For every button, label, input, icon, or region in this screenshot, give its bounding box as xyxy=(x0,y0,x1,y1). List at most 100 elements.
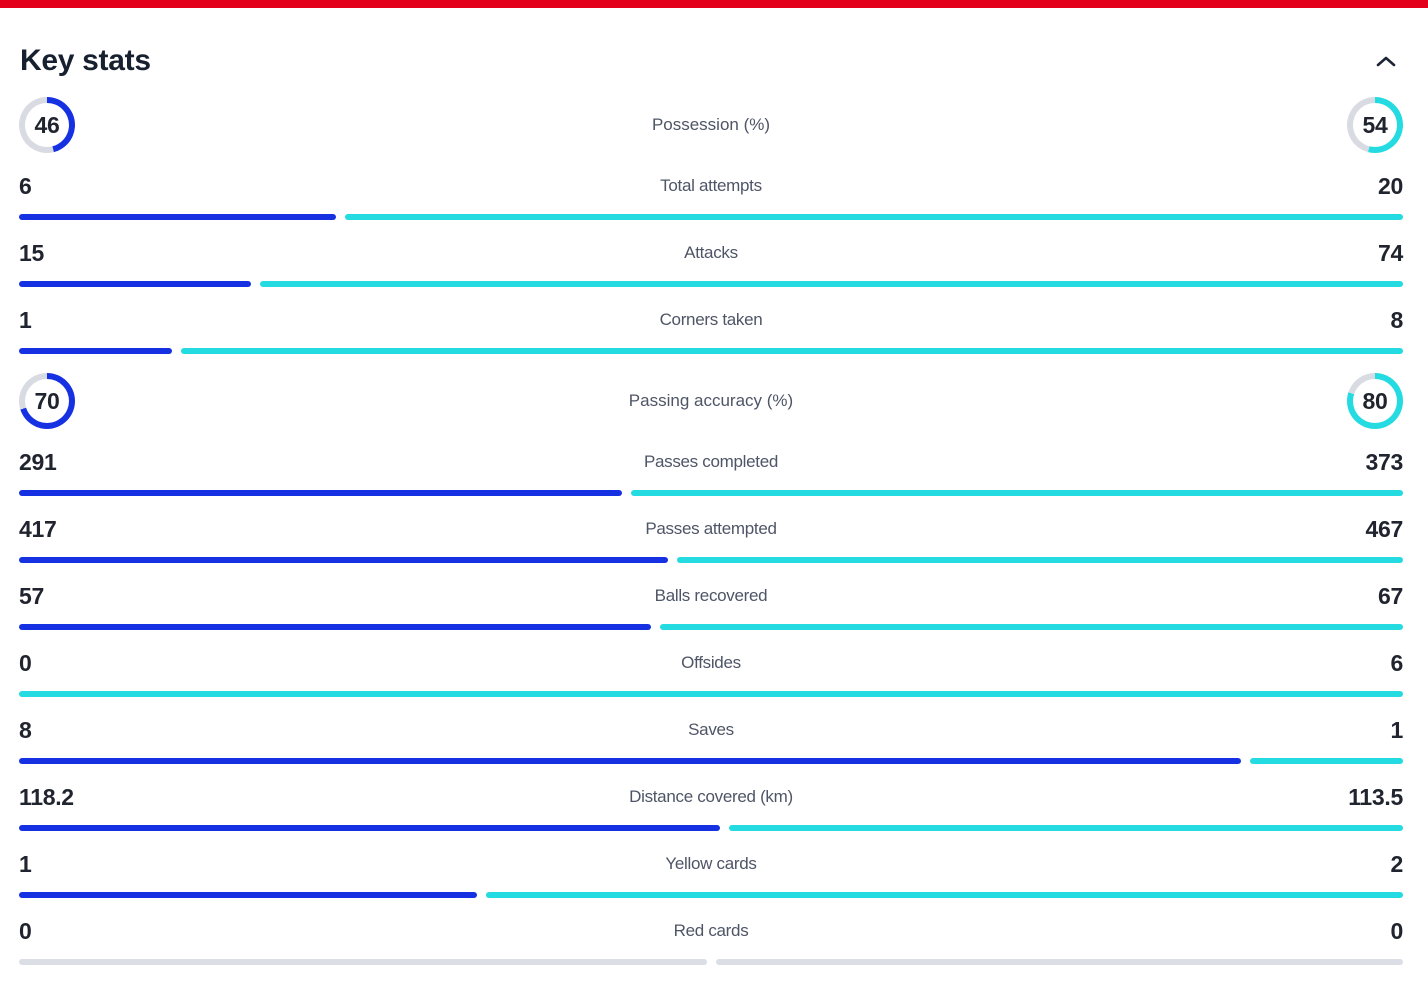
stat-row: 1 Yellow cards 2 xyxy=(19,851,1403,898)
away-percentage-ring: 80 xyxy=(1347,373,1403,429)
home-value: 0 xyxy=(19,918,32,944)
away-value: 74 xyxy=(1378,240,1403,266)
home-percentage-ring: 46 xyxy=(19,97,75,153)
away-value: 80 xyxy=(1362,387,1388,414)
stat-bar xyxy=(19,281,1403,287)
stat-label: Offsides xyxy=(681,653,741,672)
stat-bar xyxy=(19,348,1403,354)
stat-label: Attacks xyxy=(684,243,738,262)
away-value: 113.5 xyxy=(1348,784,1403,810)
home-bar-segment xyxy=(19,624,652,630)
stat-bar xyxy=(19,892,1403,898)
stat-bar xyxy=(19,624,1403,630)
stat-values-line: 118.2 Distance covered (km) 113.5 xyxy=(19,784,1403,810)
stat-row: 417 Passes attempted 467 xyxy=(19,516,1403,563)
away-bar-segment xyxy=(19,691,1403,697)
stat-row: 1 Corners taken 8 xyxy=(19,307,1403,354)
stat-label: Corners taken xyxy=(659,310,763,329)
away-value: 2 xyxy=(1390,851,1404,877)
home-bar-segment xyxy=(19,490,622,496)
stat-bar xyxy=(19,490,1403,496)
stat-row: 118.2 Distance covered (km) 113.5 xyxy=(19,784,1403,831)
away-bar-segment xyxy=(715,959,1403,965)
stat-bar xyxy=(19,959,1403,965)
home-bar-segment xyxy=(19,825,721,831)
stat-values-line: 57 Balls recovered 67 xyxy=(19,583,1403,609)
collapse-button[interactable] xyxy=(1372,51,1400,71)
away-bar-segment xyxy=(180,348,1403,354)
stat-values-line: 8 Saves 1 xyxy=(19,717,1403,743)
away-value: 54 xyxy=(1362,111,1388,138)
away-value: 1 xyxy=(1390,717,1404,743)
stat-bar xyxy=(19,557,1403,563)
away-bar-segment xyxy=(486,892,1403,898)
home-value: 291 xyxy=(19,449,57,475)
home-bar-segment xyxy=(19,281,251,287)
home-value: 6 xyxy=(19,173,32,199)
away-bar-segment xyxy=(1250,758,1403,764)
stat-label: Total attempts xyxy=(660,176,762,195)
away-bar-segment xyxy=(729,825,1403,831)
panel-header: Key stats xyxy=(19,44,1403,78)
home-value: 8 xyxy=(19,717,32,743)
away-value: 0 xyxy=(1390,918,1404,944)
stat-row: 6 Total attempts 20 xyxy=(19,173,1403,220)
stat-values-line: 6 Total attempts 20 xyxy=(19,173,1403,199)
home-bar-segment xyxy=(19,557,668,563)
stat-row: 291 Passes completed 373 xyxy=(19,449,1403,496)
stat-values-line: 0 Offsides 6 xyxy=(19,650,1403,676)
stat-label: Passes attempted xyxy=(645,519,777,538)
away-value: 373 xyxy=(1365,449,1404,475)
stat-label: Passing accuracy (%) xyxy=(628,391,794,410)
home-value: 118.2 xyxy=(19,784,74,810)
stat-row: 15 Attacks 74 xyxy=(19,240,1403,287)
stat-bar xyxy=(19,691,1403,697)
top-accent-bar xyxy=(0,0,1428,8)
away-value: 8 xyxy=(1390,307,1404,333)
stat-values-line: 0 Red cards 0 xyxy=(19,918,1403,944)
stat-rows: 46 Possession (%) 54 6 Total attempts 20… xyxy=(19,97,1403,965)
home-value: 15 xyxy=(19,240,44,266)
stat-row: 0 Red cards 0 xyxy=(19,918,1403,965)
home-bar-segment xyxy=(19,758,1242,764)
stat-values-line: 291 Passes completed 373 xyxy=(19,449,1403,475)
key-stats-content: Key stats 46 Possession (%) 54 6 Total a… xyxy=(0,8,1428,985)
away-value: 6 xyxy=(1390,650,1404,676)
stat-values-line: 1 Corners taken 8 xyxy=(19,307,1403,333)
away-bar-segment xyxy=(345,214,1403,220)
stat-label: Balls recovered xyxy=(654,586,768,605)
stat-bar xyxy=(19,825,1403,831)
home-value: 1 xyxy=(19,851,32,877)
page-title: Key stats xyxy=(20,44,151,77)
stat-row: 0 Offsides 6 xyxy=(19,650,1403,697)
away-value: 20 xyxy=(1378,173,1403,199)
stat-label: Passes completed xyxy=(643,452,779,471)
away-value: 467 xyxy=(1365,516,1404,542)
home-bar-segment xyxy=(19,214,337,220)
home-bar-segment xyxy=(19,959,707,965)
stat-bar xyxy=(19,214,1403,220)
home-value: 1 xyxy=(19,307,32,333)
away-bar-segment xyxy=(676,557,1403,563)
away-bar-segment xyxy=(630,490,1403,496)
home-value: 57 xyxy=(19,583,44,609)
home-bar-segment xyxy=(19,892,478,898)
stat-row: 8 Saves 1 xyxy=(19,717,1403,764)
stat-label: Saves xyxy=(688,720,734,739)
stat-row: 70 Passing accuracy (%) 80 xyxy=(19,373,1403,429)
stat-values-line: 15 Attacks 74 xyxy=(19,240,1403,266)
away-value: 67 xyxy=(1378,583,1403,609)
home-value: 0 xyxy=(19,650,32,676)
chevron-up-icon xyxy=(1376,56,1396,67)
stat-row: 57 Balls recovered 67 xyxy=(19,583,1403,630)
away-percentage-ring: 54 xyxy=(1347,97,1403,153)
stat-label: Red cards xyxy=(673,921,749,940)
stat-label: Possession (%) xyxy=(651,115,771,134)
home-bar-segment xyxy=(19,348,172,354)
home-value: 70 xyxy=(34,387,60,414)
stat-label: Yellow cards xyxy=(665,854,757,873)
stat-bar xyxy=(19,758,1403,764)
home-value: 46 xyxy=(34,111,60,138)
away-bar-segment xyxy=(259,281,1403,287)
